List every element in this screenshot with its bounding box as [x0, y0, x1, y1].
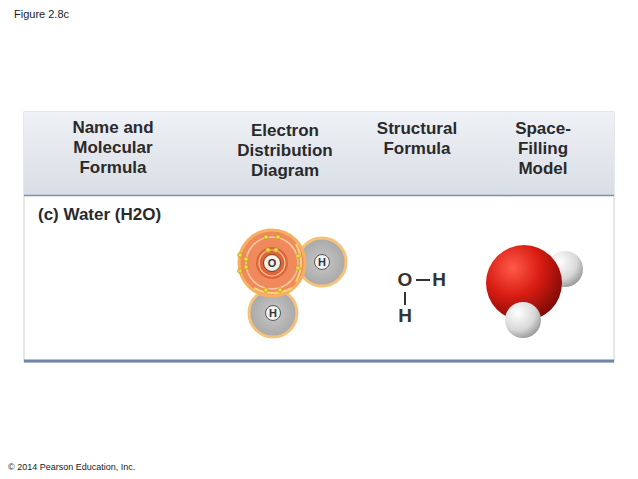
shared-electron-region: [296, 244, 301, 282]
hydrogen-nucleus: H: [314, 254, 330, 270]
table-panel: [24, 112, 614, 362]
atom-symbol: H: [318, 256, 326, 268]
shared-electron-region: [254, 288, 292, 293]
atom-symbol: O: [398, 269, 413, 291]
atom-symbol: H: [432, 269, 446, 291]
row-label: (c) Water (H2O): [38, 205, 161, 225]
space-filling-model: [486, 245, 583, 338]
column-header: Structural Formula: [357, 119, 477, 159]
electron: [238, 235, 301, 293]
atom-symbol: O: [268, 257, 277, 269]
hydrogen-nucleus: H: [265, 305, 281, 321]
oxygen-nucleus: O: [263, 254, 281, 272]
header-rule: [24, 195, 614, 197]
column-header: Space-Filling Model: [498, 119, 588, 179]
oxygen-atom: [239, 230, 305, 296]
column-header: Name and Molecular Formula: [53, 118, 173, 178]
copyright: © 2014 Pearson Education, Inc.: [8, 462, 135, 472]
column-header: Electron Distribution Diagram: [220, 121, 350, 181]
header-band: [24, 112, 614, 195]
covalent-bond: [416, 279, 430, 281]
atom-symbol: H: [269, 307, 277, 319]
covalent-bond: [404, 292, 406, 305]
panel-bottom-rule: [24, 360, 614, 363]
atom-symbol: H: [398, 305, 412, 327]
figure-number: Figure 2.8c: [14, 8, 69, 20]
